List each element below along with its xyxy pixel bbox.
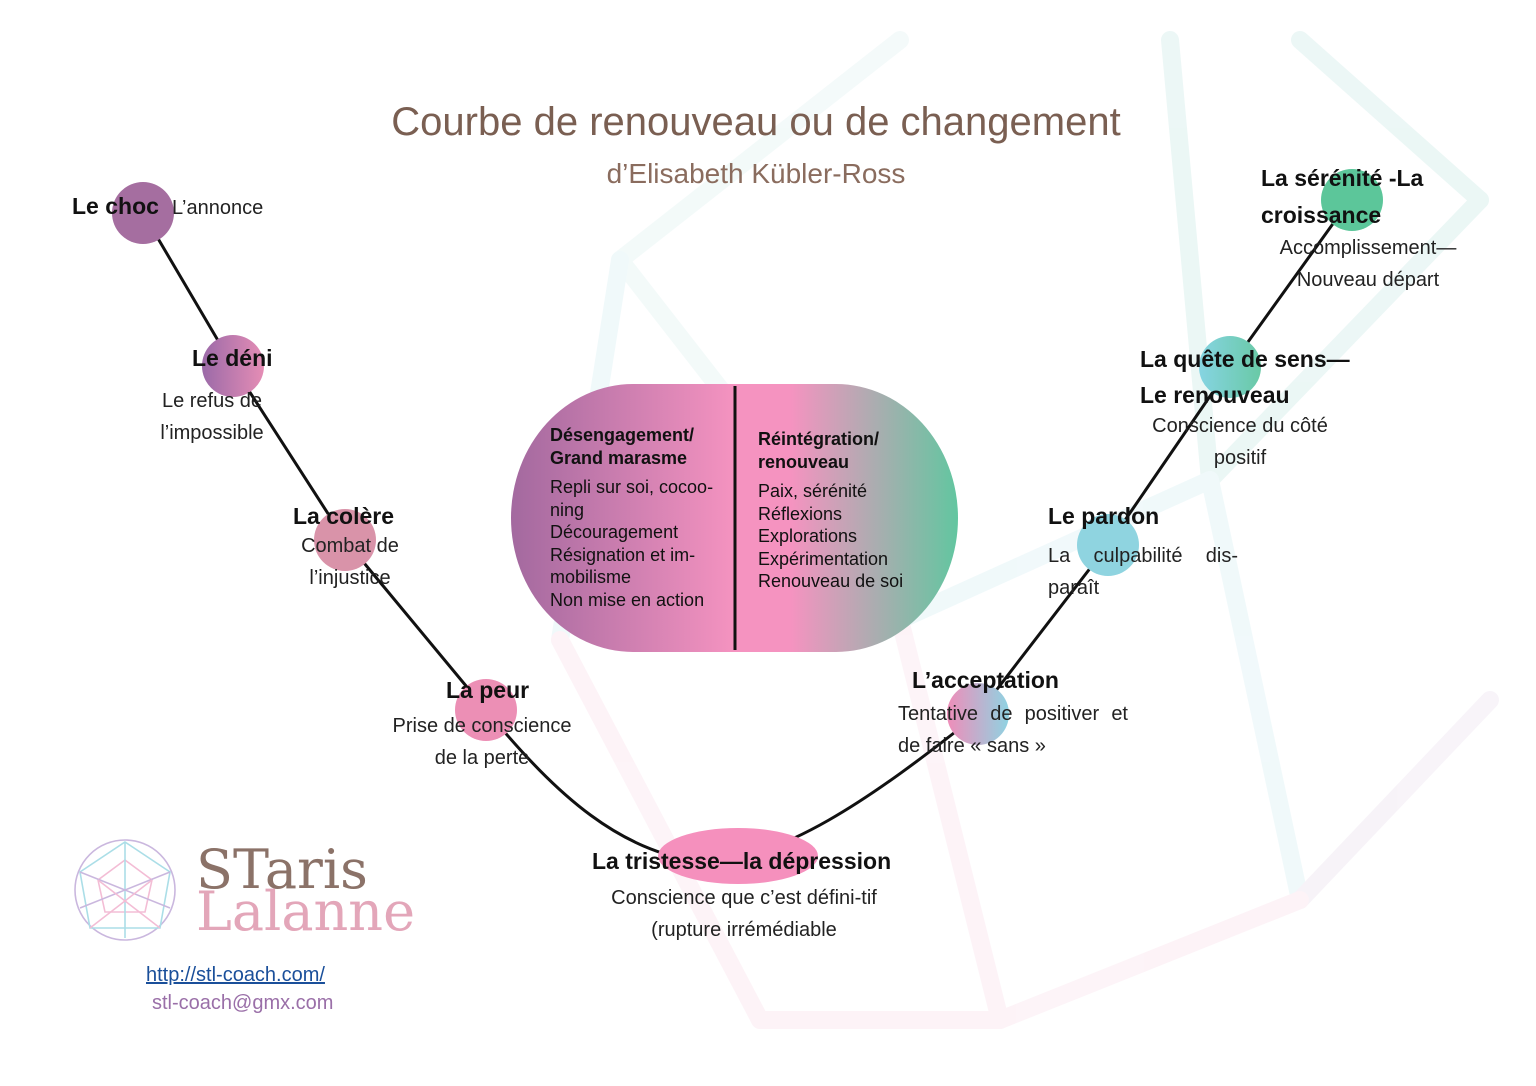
stage-circle-peur: [455, 679, 517, 741]
list-item: Paix, sérénité: [758, 481, 868, 501]
stage-circle-choc: [112, 182, 174, 244]
stage-title-acceptation: L’acceptation: [912, 667, 1059, 693]
stage-title-peur: La peur: [446, 677, 530, 703]
logo-text-line2: Lalanne: [196, 880, 416, 943]
stage-title-quete: La quête de sens—Le renouveau: [1140, 346, 1350, 408]
page-title: Courbe de renouveau ou de changement: [391, 100, 1121, 144]
stage-title-deni: Le déni: [192, 345, 273, 371]
page-subtitle: d’Elisabeth Kübler-Ross: [606, 158, 906, 189]
stage-circle-deni: [202, 335, 264, 397]
email-text[interactable]: stl-coach@gmx.com: [152, 992, 334, 1014]
center-box-left-list: Repli sur soi, cocoo-ning Découragement …: [550, 476, 730, 611]
list-item: Réflexions: [758, 503, 843, 524]
list-item: Expérimentation: [758, 548, 889, 569]
stage-desc-peur: Prise de conscience de la perte: [392, 715, 572, 769]
list-item: Repli sur soi, cocoo-ning: [550, 477, 714, 520]
stage-title-colere: La colère: [293, 503, 394, 529]
center-box-left-heading: Désengagement/ Grand marasme: [550, 425, 695, 468]
stage-desc-pardon: La culpabilité dis-paraît: [1048, 545, 1238, 599]
stage-desc-colere: Combat de l’injustice: [301, 535, 399, 589]
logo-text-line1: STaris: [196, 838, 368, 901]
logo-geodesic-icon: [74, 839, 176, 941]
stage-title-pardon: Le pardon: [1048, 503, 1160, 529]
stage-desc-serenite: Accomplissement—Nouveau départ: [1279, 237, 1457, 291]
list-item: Découragement: [550, 522, 679, 542]
list-item: Renouveau de soi: [758, 571, 904, 591]
center-box-left-half: [511, 384, 735, 652]
stage-desc-acceptation: Tentative de positiver et de faire « san…: [898, 703, 1128, 757]
stage-desc-quete: Conscience du côté positif: [1152, 415, 1328, 469]
stage-circle-acceptation: [947, 683, 1009, 745]
list-item: Explorations: [758, 526, 858, 546]
center-box-right-heading: Réintégration/ renouveau: [758, 429, 880, 472]
center-box-left-text: Désengagement/ Grand marasme Repli sur s…: [550, 424, 730, 611]
list-item: Résignation et im-mobilisme: [550, 544, 696, 588]
stage-title-serenite: La sérénité -La croissance: [1261, 165, 1424, 228]
stage-desc-choc: L’annonce: [172, 197, 264, 219]
stage-desc-deni: Le refus de l’impossible: [160, 390, 264, 444]
list-item: Non mise en action: [550, 589, 705, 610]
stage-desc-tristesse: Conscience que c’est défini-tif (rupture…: [611, 887, 877, 941]
stage-title-choc: Le choc: [72, 193, 159, 219]
center-box-right-text: Réintégration/ renouveau Paix, sérénité …: [758, 428, 928, 593]
stage-circle-pardon: [1077, 514, 1139, 576]
stage-circle-serenite: [1321, 169, 1383, 231]
stage-title-tristesse: La tristesse—la dépression: [592, 848, 892, 874]
center-box-right-list: Paix, sérénité Réflexions Explorations E…: [758, 480, 928, 593]
center-box: [511, 384, 958, 652]
stage-circle-colere: [314, 509, 376, 571]
center-box-right-half: [735, 384, 958, 652]
stage-circle-quete: [1199, 336, 1261, 398]
stage-circle-tristesse: [658, 828, 818, 884]
background-network: [551, 31, 1499, 1029]
website-link[interactable]: http://stl-coach.com/: [146, 964, 325, 986]
